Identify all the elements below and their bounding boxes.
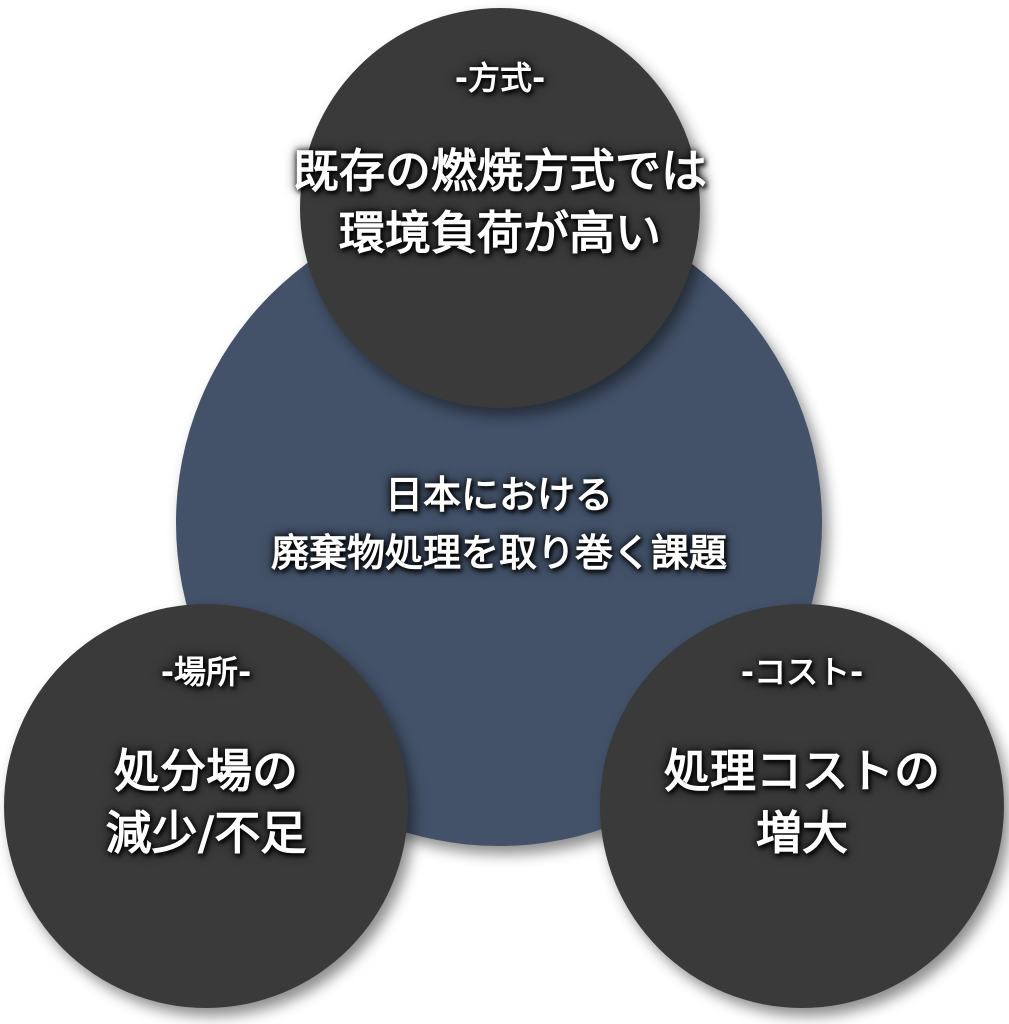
top-issue-line2: 環境負荷が高い (339, 206, 661, 260)
right-issue-text: 処理コストの 増大 (600, 740, 1004, 864)
top-tag-method: -方式- (454, 59, 546, 97)
left-circle-location (4, 604, 408, 1008)
top-issue-line1: 既存の燃焼方式では (293, 144, 707, 198)
center-title: 日本における 廃棄物処理を取り巻く課題 (176, 466, 822, 582)
right-issue-line1: 処理コストの (664, 744, 940, 798)
right-circle-cost (600, 604, 1004, 1008)
right-tag-cost: -コスト- (740, 653, 864, 691)
left-issue-line1: 処分場の (114, 744, 298, 798)
center-title-line2: 廃棄物処理を取り巻く課題 (270, 531, 727, 575)
top-issue-text: 既存の燃焼方式では 環境負荷が高い (200, 140, 800, 264)
left-issue-text: 処分場の 減少/不足 (4, 740, 408, 864)
left-issue-line2: 減少/不足 (105, 806, 307, 860)
center-title-line1: 日本における (384, 473, 613, 517)
left-tag-location: -場所- (160, 653, 252, 691)
top-circle-method (300, 8, 700, 408)
right-issue-line2: 増大 (756, 806, 848, 860)
